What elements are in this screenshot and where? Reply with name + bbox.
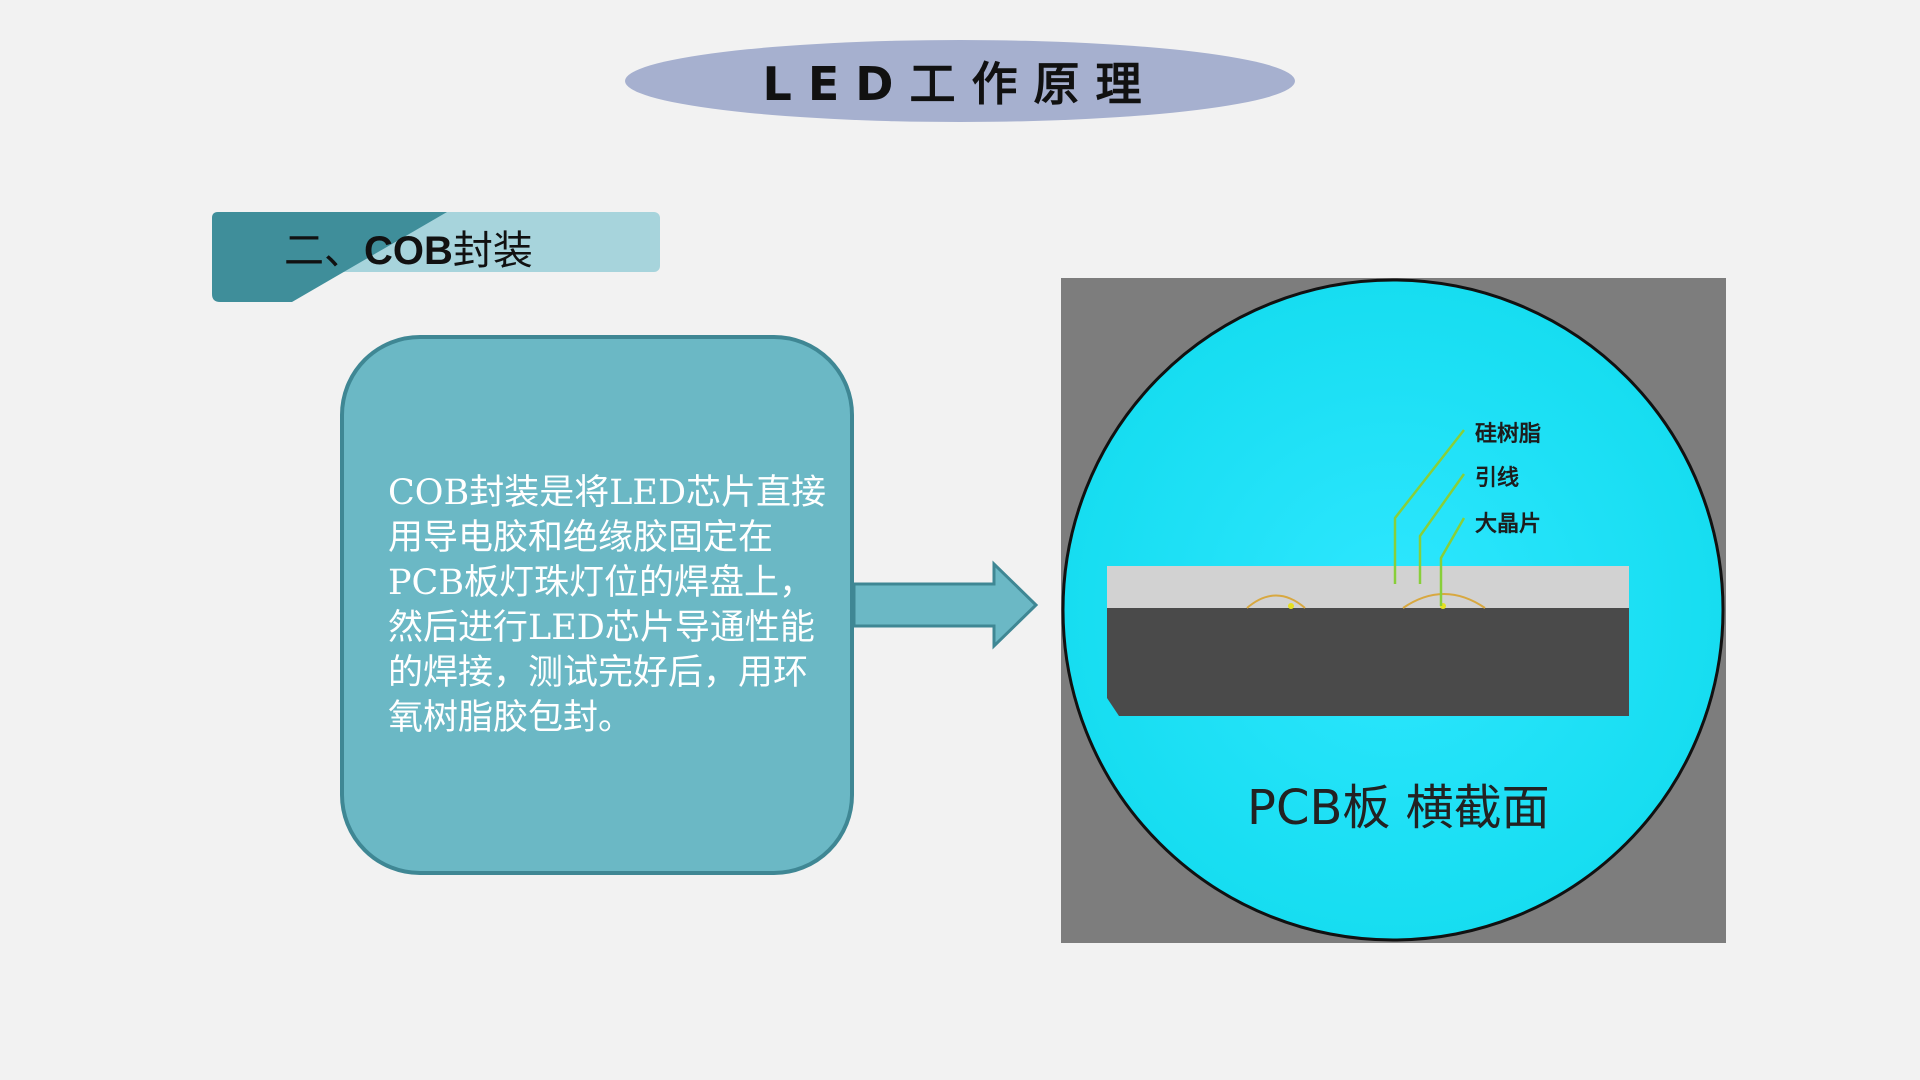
pcb-cross-section-drawing <box>1061 278 1725 942</box>
label-silicone: 硅树脂 <box>1475 422 1542 447</box>
right-arrow-icon <box>852 560 1039 650</box>
section-tab: 二、COB封装 <box>212 212 660 302</box>
label-chip: 大晶片 <box>1475 512 1542 537</box>
section-label: COB <box>364 229 453 273</box>
pcb-board <box>1107 608 1629 716</box>
title-banner: LED工作原理 <box>625 40 1295 122</box>
section-title: 二、COB封装 <box>284 218 533 276</box>
leader-chip <box>1439 517 1466 606</box>
leader-silicone <box>1393 429 1465 584</box>
section-prefix: 二、 <box>284 228 364 274</box>
label-wire: 引线 <box>1475 466 1520 491</box>
pcb-cross-section-diagram: 硅树脂 引线 大晶片 PCB板 横截面 <box>1061 278 1726 943</box>
diagram-caption: PCB板 横截面 <box>1247 780 1550 836</box>
wire-bond-right <box>1402 593 1486 609</box>
wire-bond-left <box>1246 594 1306 609</box>
page-title: LED工作原理 <box>762 57 1158 111</box>
description-text: COB封装是将LED芯片直接用导电胶和绝缘胶固定在PCB板灯珠灯位的焊盘上，然后… <box>388 473 827 738</box>
section-suffix: 封装 <box>452 228 533 274</box>
leader-wire <box>1418 473 1466 584</box>
description-box: COB封装是将LED芯片直接用导电胶和绝缘胶固定在PCB板灯珠灯位的焊盘上，然后… <box>340 335 854 875</box>
silicone-layer <box>1107 566 1629 608</box>
section-tab-accent <box>212 212 447 302</box>
